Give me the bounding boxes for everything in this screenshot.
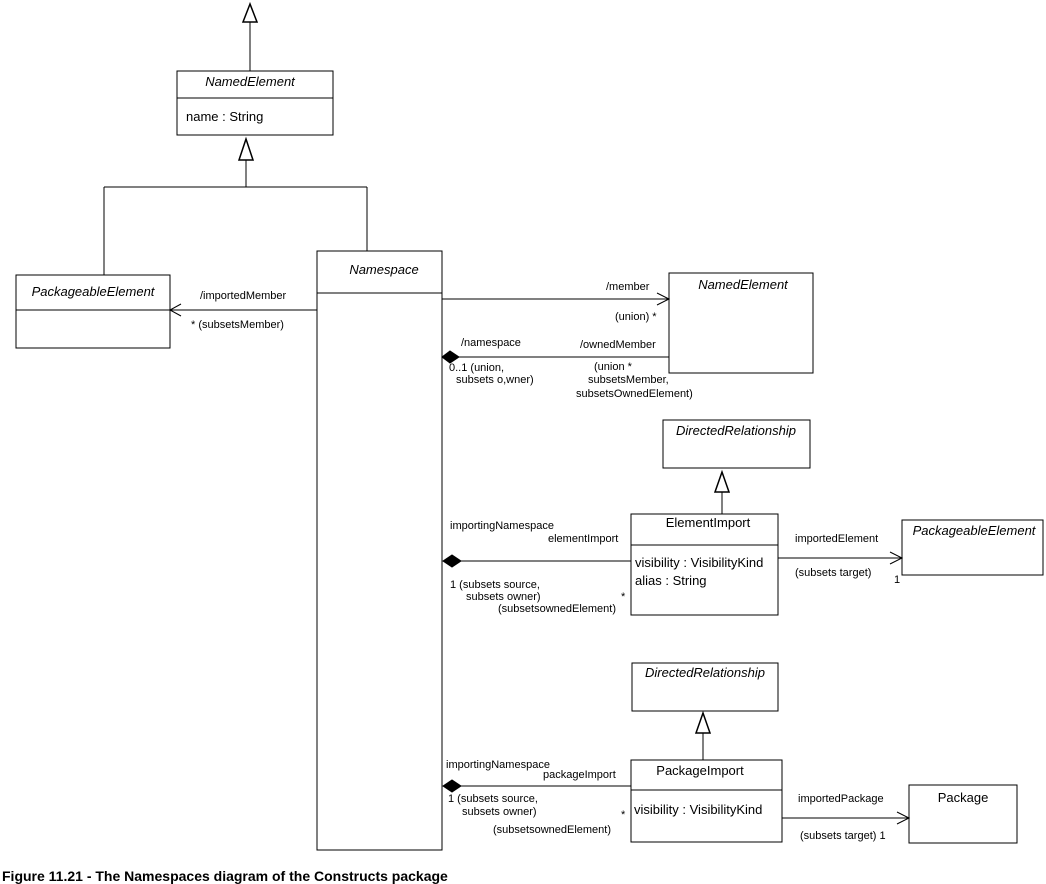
multiplicity-label: *	[621, 591, 626, 603]
role-label: packageImport	[543, 769, 616, 781]
class-name: Package	[938, 790, 989, 805]
multiplicity-label: subsets owner)	[466, 591, 541, 603]
multiplicity-label: subsets o,wner)	[456, 374, 534, 386]
class-attribute: alias : String	[635, 573, 707, 588]
class-directed-relationship-2[interactable]: DirectedRelationship	[631, 662, 779, 712]
class-name: DirectedRelationship	[676, 423, 796, 438]
class-name: NamedElement	[205, 74, 296, 89]
class-packageable-element-left[interactable]: PackageableElement	[15, 274, 171, 349]
multiplicity-label: subsetsMember,	[588, 374, 669, 386]
multiplicity-label: * (subsetsMember)	[191, 319, 284, 331]
generalization-package-import	[694, 710, 712, 760]
class-name: DirectedRelationship	[645, 665, 765, 680]
assoc-imported-package: importedPackage (subsets target) 1	[782, 793, 911, 842]
role-label: importingNamespace	[450, 520, 554, 532]
class-name: PackageableElement	[913, 523, 1037, 538]
assoc-member: /member (union) *	[442, 281, 671, 323]
class-package-import[interactable]: PackageImport visibility : VisibilityKin…	[630, 759, 783, 843]
class-name: NamedElement	[698, 277, 789, 292]
class-named-element-top[interactable]: NamedElement name : String	[176, 70, 334, 136]
multiplicity-label: (subsetsownedElement)	[498, 603, 616, 615]
class-attribute: visibility : VisibilityKind	[634, 802, 762, 817]
role-label: elementImport	[548, 533, 618, 545]
class-name: Namespace	[349, 262, 418, 277]
multiplicity-label: (subsets target) 1	[800, 830, 886, 842]
class-name: PackageableElement	[32, 284, 156, 299]
multiplicity-label: (subsetsownedElement)	[493, 824, 611, 836]
multiplicity-label: (union) *	[615, 311, 657, 323]
class-package[interactable]: Package	[908, 784, 1018, 844]
role-label: /ownedMember	[580, 339, 656, 351]
multiplicity-label: subsetsOwnedElement)	[576, 388, 693, 400]
multiplicity-label: *	[621, 809, 626, 821]
role-label: importedElement	[795, 533, 878, 545]
multiplicity-label: (union *	[594, 361, 633, 373]
role-label: /namespace	[461, 337, 521, 349]
assoc-owned-member: /namespace 0..1 (union, subsets o,wner) …	[441, 337, 693, 400]
top-generalization	[241, 1, 259, 71]
multiplicity-label: 1 (subsets source,	[450, 579, 540, 591]
generalization-element-import	[713, 469, 731, 514]
class-attribute: name : String	[186, 109, 263, 124]
class-attribute: visibility : VisibilityKind	[635, 555, 763, 570]
multiplicity-label: (subsets target)	[795, 567, 871, 579]
class-name: PackageImport	[656, 763, 744, 778]
class-directed-relationship-1[interactable]: DirectedRelationship	[662, 419, 811, 469]
multiplicity-label: subsets owner)	[462, 806, 537, 818]
assoc-imported-member: /importedMember * (subsetsMember)	[168, 290, 318, 331]
generalization-tree	[103, 136, 368, 275]
assoc-element-import: importingNamespace elementImport 1 (subs…	[442, 520, 631, 615]
multiplicity-label: 1 (subsets source,	[448, 793, 538, 805]
multiplicity-label: 0..1 (union,	[449, 362, 504, 374]
role-label: importedPackage	[798, 793, 884, 805]
role-label: importingNamespace	[446, 759, 550, 771]
class-element-import[interactable]: ElementImport visibility : VisibilityKin…	[630, 513, 779, 616]
role-label: /member	[606, 281, 650, 293]
assoc-imported-element: importedElement (subsets target) 1	[778, 533, 904, 586]
class-namespace[interactable]: Namespace	[316, 250, 443, 851]
class-name: ElementImport	[666, 515, 751, 530]
class-named-element-right[interactable]: NamedElement	[668, 272, 814, 374]
figure-caption: Figure 11.21 - The Namespaces diagram of…	[2, 868, 448, 884]
role-label: /importedMember	[200, 290, 287, 302]
assoc-package-import: importingNamespace packageImport 1 (subs…	[442, 759, 631, 836]
multiplicity-label: 1	[894, 574, 900, 586]
class-packageable-element-right[interactable]: PackageableElement	[901, 519, 1044, 576]
